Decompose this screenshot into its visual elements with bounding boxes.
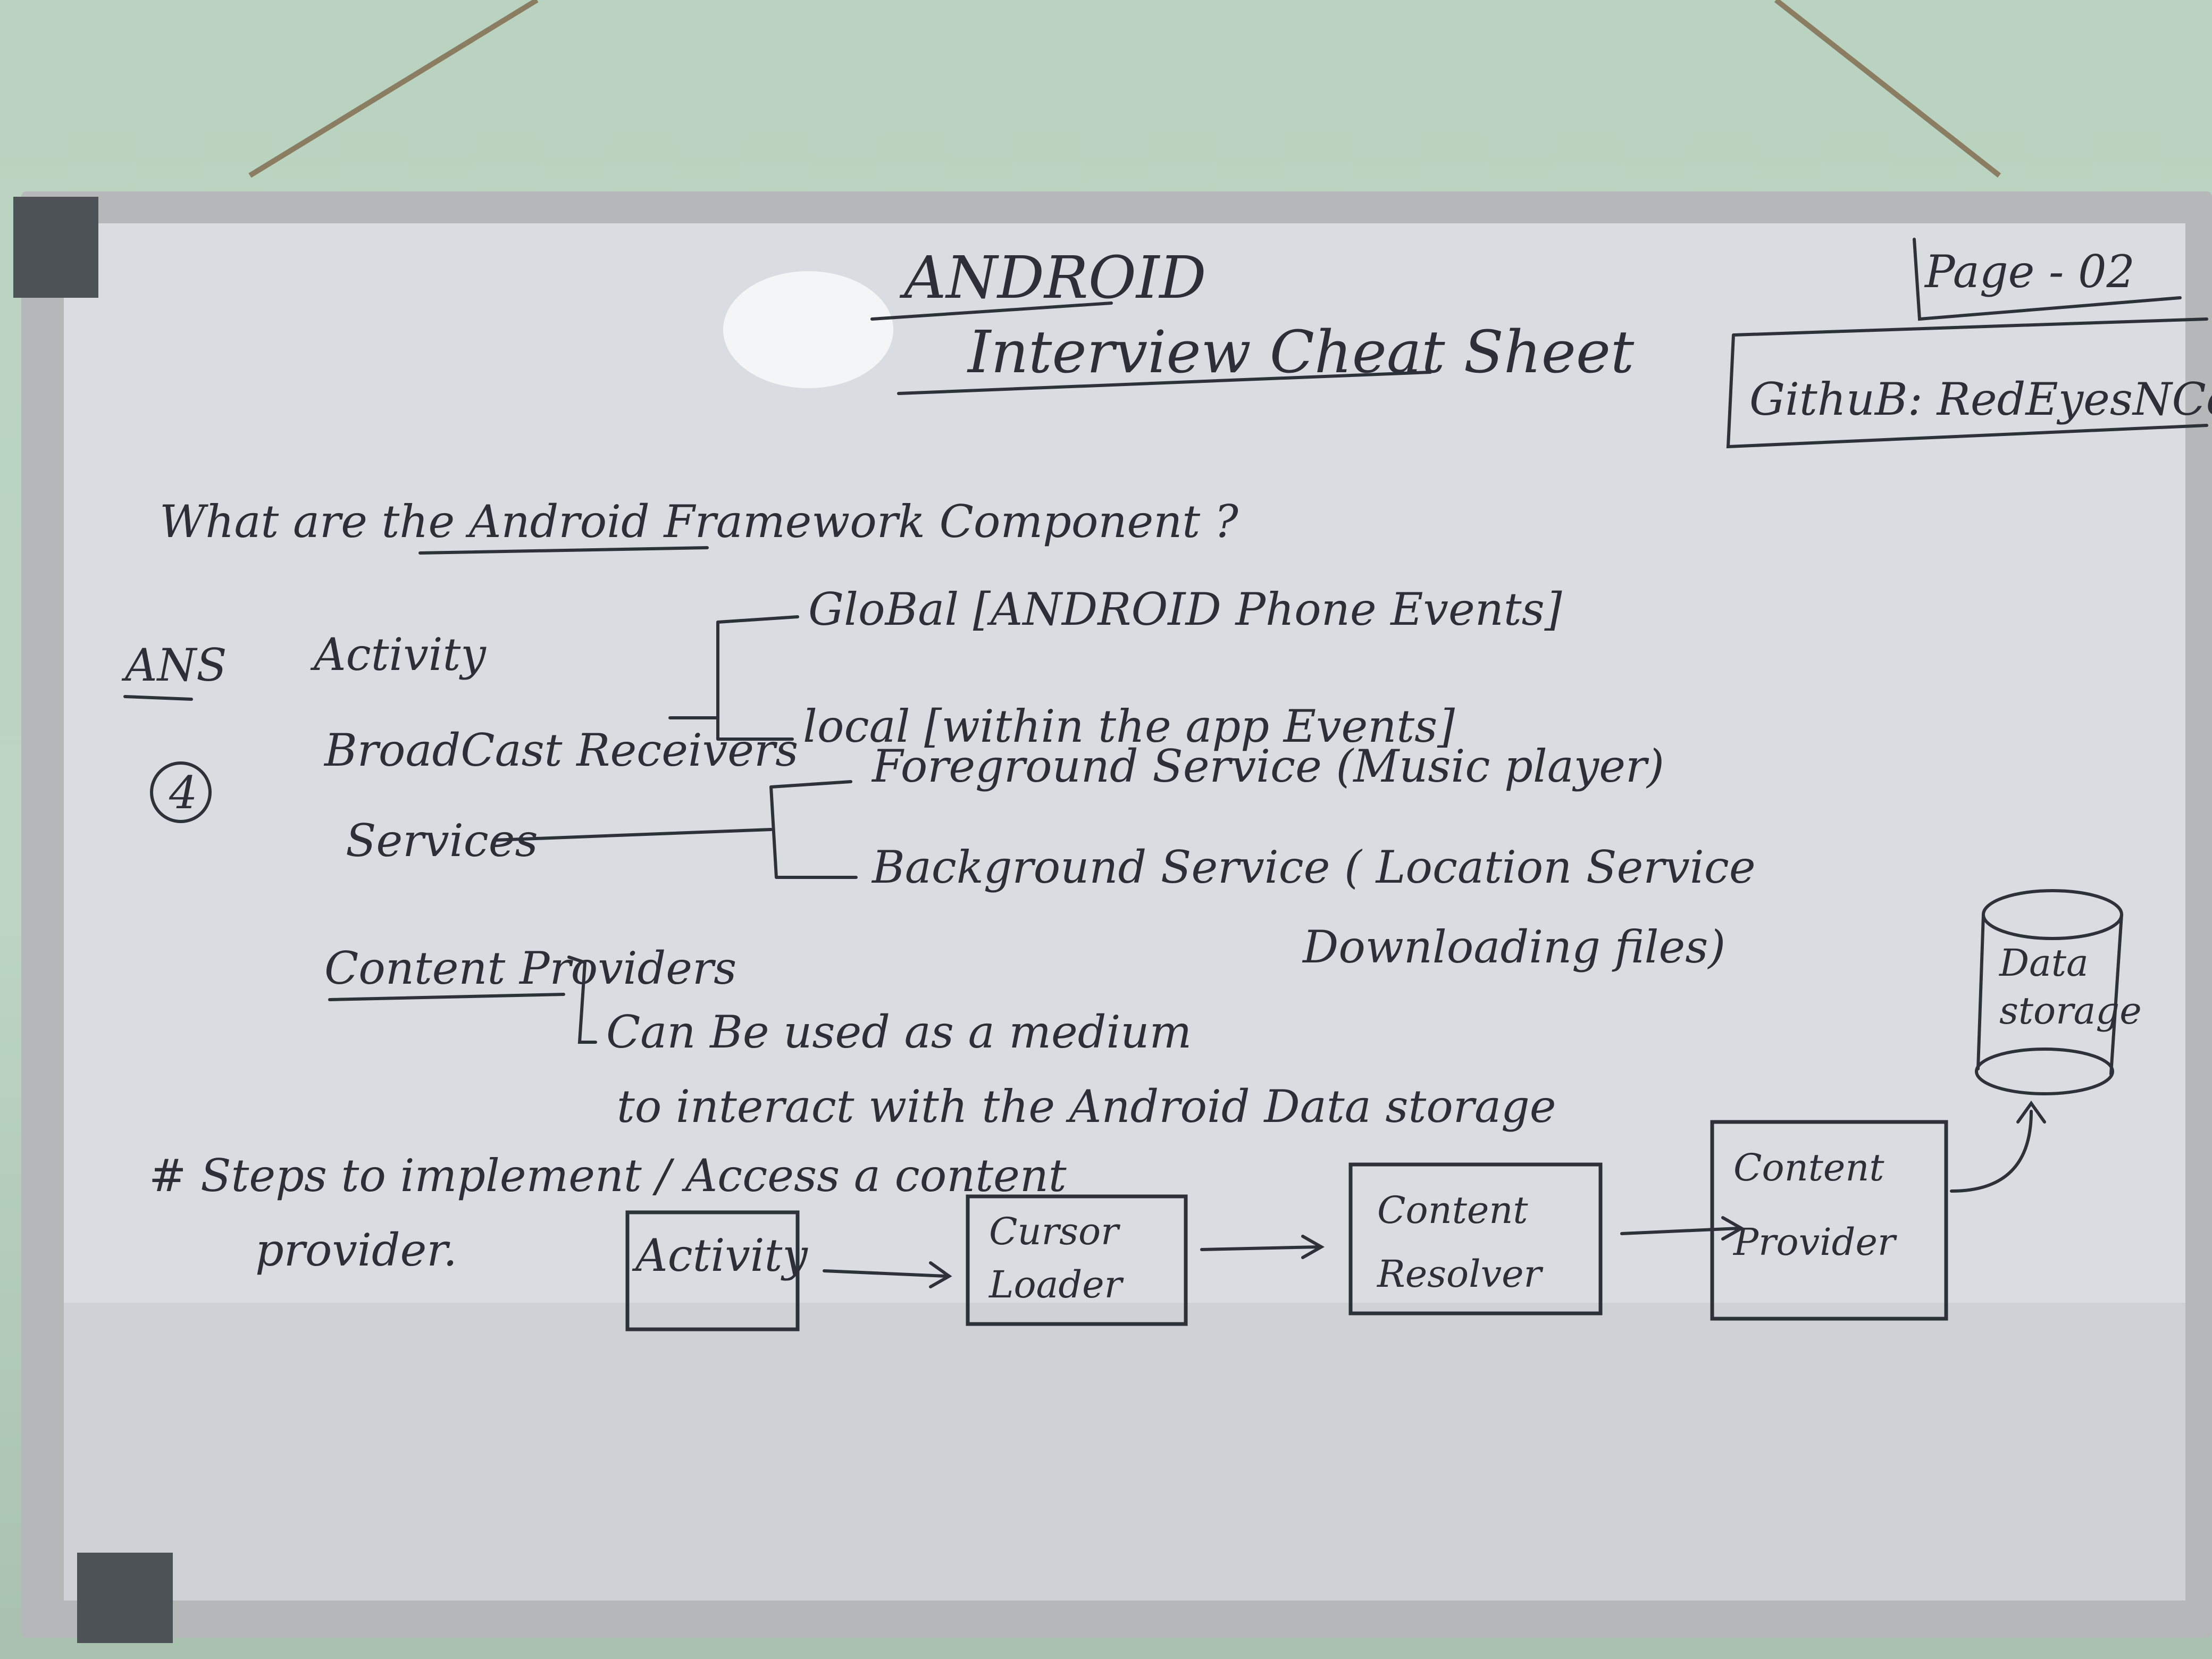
corner-tl (13, 197, 98, 298)
flow-cursor-label-1: Cursor (989, 1210, 1120, 1253)
title-android: ANDROID (899, 244, 1206, 312)
broadcast-branch-lines (668, 615, 799, 741)
answer-label: ANS (121, 639, 227, 691)
flow-storage-label-2: storage (1999, 989, 2142, 1033)
flow-provider-label-1: Content (1733, 1146, 1884, 1189)
flow-box-content-resolver (1348, 1162, 1603, 1316)
flow-resolver-label-1: Content (1377, 1188, 1528, 1232)
question: What are the Android Framework Component… (160, 496, 1239, 548)
flow-diagram: Activity Cursor Loader Content Resolver … (625, 889, 2142, 1331)
hanging-string (248, 0, 2001, 178)
flow-cursor-label-2: Loader (988, 1263, 1124, 1306)
provider-note-1: Can Be used as a medium (606, 1006, 1192, 1058)
steps-heading-2: provider. (255, 1224, 457, 1276)
corner-bl (77, 1553, 173, 1643)
flow-resolver-label-2: Resolver (1376, 1252, 1544, 1296)
flow-storage-label-1: Data (1998, 941, 2089, 985)
glare (723, 271, 893, 388)
component-activity: Activity (310, 629, 487, 681)
steps-heading-1: # Steps to implement / Access a content (149, 1150, 1067, 1202)
broadcast-local: local [within the app Events] (803, 700, 1455, 752)
title-cheat-sheet: Interview Cheat Sheet (967, 318, 1635, 386)
flow-provider-label-2: Provider (1732, 1220, 1897, 1264)
service-background: Background Service ( Location Service (871, 841, 1756, 893)
flow-box-activity (625, 1210, 800, 1331)
service-downloading: Downloading files) (1302, 921, 1725, 973)
provider-note-2: to interact with the Android Data storag… (617, 1080, 1556, 1133)
count-label: 4 (169, 767, 197, 819)
flow-box-cursor-loader (966, 1194, 1188, 1326)
board-shadow (64, 1303, 2185, 1601)
service-foreground: Foreground Service (Music player) (871, 740, 1664, 792)
flow-box-content-provider (1710, 1120, 1948, 1321)
component-broadcast: BroadCast Receivers (323, 724, 798, 776)
broadcast-global: GloBal [ANDROID Phone Events] (808, 583, 1562, 635)
github-label: GithuB: RedEyesNCode (1749, 373, 2212, 425)
service-branch-lines (493, 780, 858, 879)
data-storage-cylinder (1975, 889, 2123, 1095)
component-content-providers: Content Providers (324, 942, 736, 994)
page-label: Page - 02 (1924, 246, 2135, 298)
flow-activity: Activity (632, 1229, 808, 1281)
